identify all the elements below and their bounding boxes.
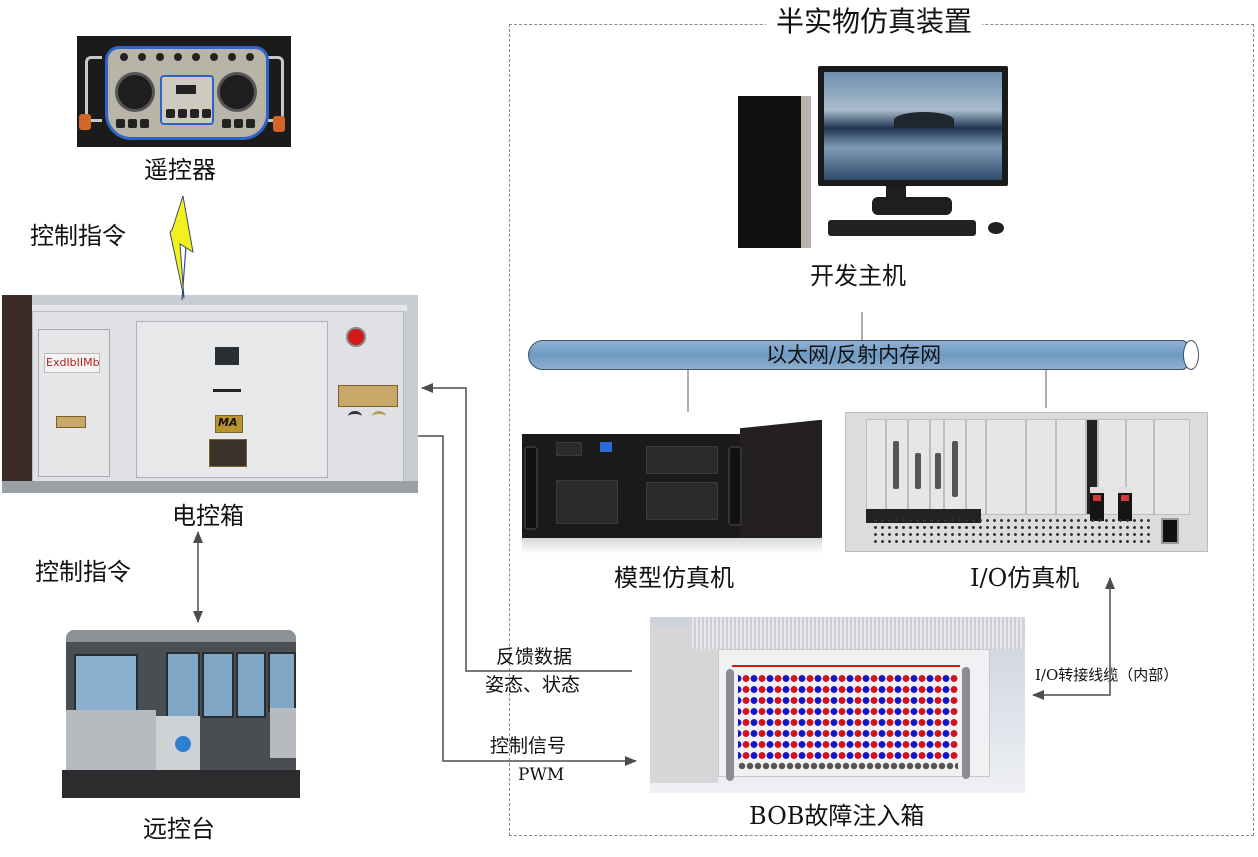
keyboard-image	[828, 220, 976, 236]
remote-console-label: 远控台	[143, 815, 215, 843]
feedback-label-line1: 反馈数据	[496, 646, 573, 668]
electric-control-box-image: ExdIbIIMb MA	[2, 295, 418, 493]
mouse-image	[988, 222, 1004, 234]
network-bus-label: 以太网/反射内存网	[766, 343, 942, 367]
io-simulator-label: I/O仿真机	[970, 564, 1080, 592]
model-simulator-label: 模型仿真机	[614, 564, 734, 592]
dev-host-monitor-image	[818, 66, 1008, 186]
remote-controller-label: 遥控器	[144, 156, 216, 184]
control-signal-label-line1: 控制信号	[490, 735, 567, 757]
remote-controller-image	[77, 36, 291, 147]
console-command-label: 控制指令	[35, 558, 131, 586]
bob-box-label: BOB故障注入箱	[749, 802, 925, 830]
network-bus	[528, 340, 1188, 370]
nameplate-text: ExdIbIIMb	[46, 356, 100, 369]
group-title: 半实物仿真装置	[766, 6, 983, 38]
io-simulator-image	[845, 412, 1208, 552]
dev-host-label: 开发主机	[810, 262, 906, 290]
lightning-bolt-icon	[169, 195, 194, 301]
electric-control-box-label: 电控箱	[172, 502, 244, 530]
model-simulator-image	[522, 420, 822, 554]
monitor-foot	[872, 197, 952, 215]
monitor-stand	[886, 186, 906, 198]
feedback-label-line2: 姿态、状态	[485, 674, 581, 696]
control-signal-label-line2: PWM	[518, 765, 565, 785]
network-bus-end	[1183, 340, 1199, 370]
remote-console-image	[62, 624, 300, 807]
io-cable-label: I/O转接线缆（内部）	[1035, 666, 1179, 684]
wireless-command-label: 控制指令	[30, 222, 126, 250]
bob-fault-injection-box-image	[650, 617, 1025, 793]
ma-badge: MA	[218, 416, 238, 429]
dev-host-tower-image	[738, 96, 811, 248]
